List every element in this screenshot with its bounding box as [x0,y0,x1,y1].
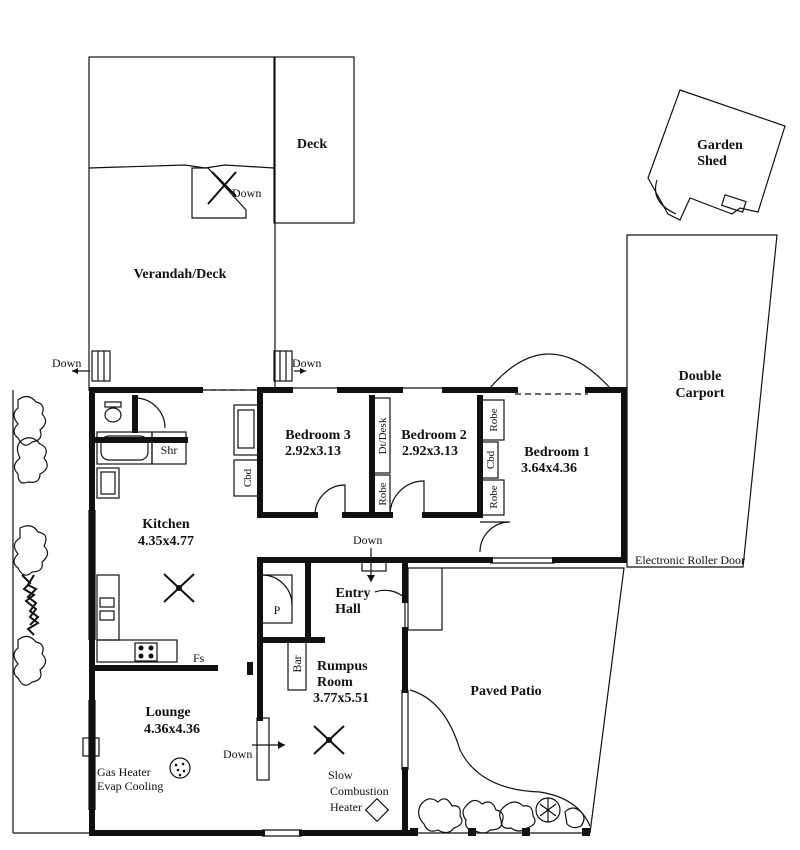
house-walls [89,387,627,836]
carport-outline [626,234,778,568]
slow-combustion-heater-icon [364,797,390,823]
robe-label-bed3: Robe [377,482,389,505]
evap-cooling-label: Evap Cooling [97,779,163,793]
cupboard-label-kitchen: Cbd [242,468,254,487]
verandah-label: Verandah/Deck [134,267,227,282]
gas-heater-unit [82,737,100,757]
fridge-space-label: Fs [193,651,205,665]
shower-label: Shr [161,443,178,457]
garden-shed [647,89,786,221]
entry-label-2: Hall [335,602,361,617]
windows [88,353,611,837]
roller-door-label: Electronic Roller Door [635,553,745,567]
entry-label-1: Entry [336,586,371,601]
entry-down-label: Down [353,533,382,547]
garden-shed-label-1: Garden [697,138,743,153]
gas-heater-label: Gas Heater [97,765,151,779]
carport-label-2: Carport [676,386,725,401]
pantry-label: P [274,603,281,617]
deck-stairs [72,171,306,382]
right-stair-down-label: Down [292,356,321,370]
rumpus-fan-icon [313,725,345,755]
bedroom-doors [314,480,511,553]
gas-heater-icon [169,757,191,779]
bedroom1-name: Bedroom 1 [524,445,589,460]
deck-stair-down-label: Down [232,186,261,200]
left-stair-down-label: Down [52,356,81,370]
rumpus-size: 3.77x5.51 [313,691,369,706]
bar-label: Bar [290,655,304,672]
desk-label: Dt/Desk [377,417,389,454]
slow-heater-label-2: Combustion [330,784,389,798]
lounge-rumpus-step [256,717,270,781]
bedroom3-name: Bedroom 3 [285,428,350,443]
deck-label: Deck [297,137,328,152]
verandah-outline [88,56,355,391]
lounge-name: Lounge [145,705,190,720]
slow-heater-label-1: Slow [328,768,353,782]
carport-label-1: Double [679,369,722,384]
entry-door [374,589,406,630]
kitchen-fan-icon [163,573,195,603]
robe-label-bed1-top: Robe [488,408,500,431]
rumpus-label-2: Room [317,675,353,690]
patio-shrubs [418,797,585,834]
garden-shed-label-2: Shed [697,154,727,169]
bathroom-fixtures [96,397,259,499]
slow-heater-label-3: Heater [330,800,362,814]
robe-label-bed1-bottom: Robe [488,485,500,508]
kitchen-bench [96,574,178,663]
kitchen-size: 4.35x4.77 [138,534,194,549]
patio-outline [409,567,625,836]
bedroom2-size: 2.92x3.13 [402,444,458,459]
bedroom1-size: 3.64x4.36 [521,461,577,476]
cupboard-label-bed1: Cbd [485,450,497,469]
interior-walls [92,387,483,721]
kitchen-name: Kitchen [142,517,190,532]
bedroom2-name: Bedroom 2 [401,428,466,443]
bedroom3-size: 2.92x3.13 [285,444,341,459]
patio-label: Paved Patio [470,684,541,699]
lounge-size: 4.36x4.36 [144,722,200,737]
rumpus-label-1: Rumpus [317,659,368,674]
rumpus-down-label: Down [223,747,252,761]
left-shrubs [13,395,49,686]
